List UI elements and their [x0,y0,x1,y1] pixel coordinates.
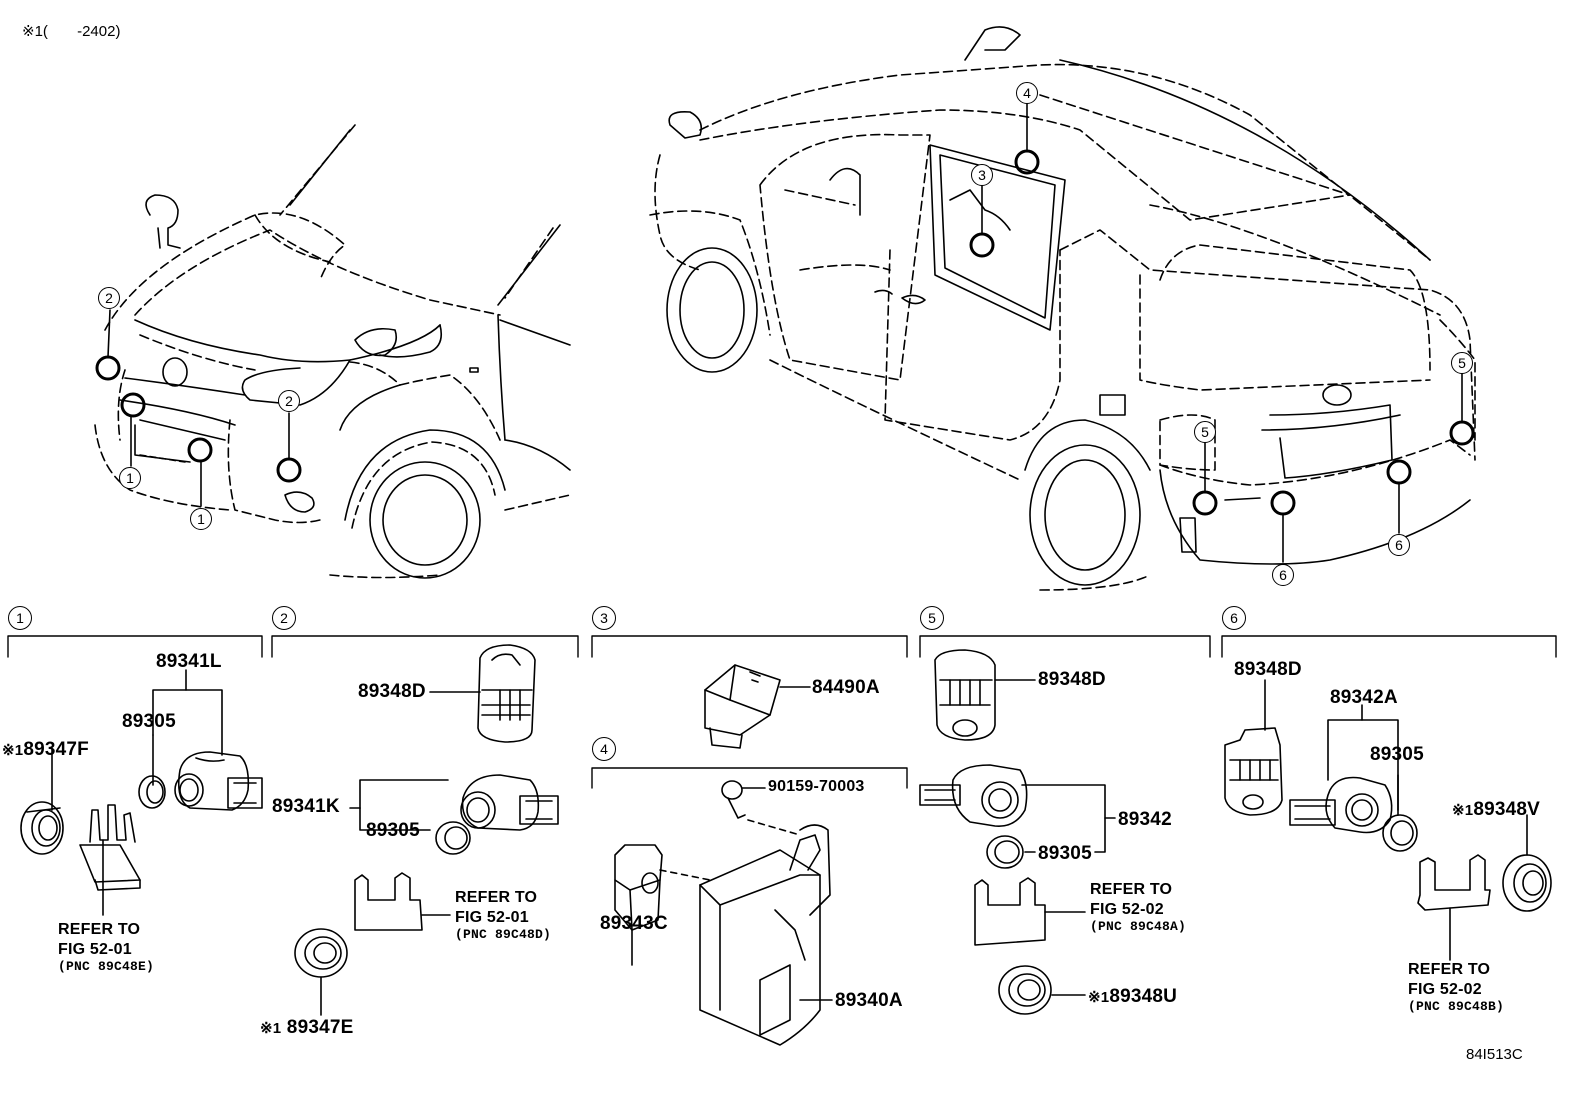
part-89347F-number: 89347F [23,739,89,760]
part-89348D-s6[interactable]: 89348D [1234,659,1302,680]
section-4-parts [614,780,833,1046]
part-89348D-s2[interactable]: 89348D [358,681,426,702]
part-89305-s6[interactable]: 89305 [1370,744,1424,765]
callout-3-rear[interactable]: 3 [971,164,993,186]
part-89347E-mark: ※1 [260,1020,282,1037]
ref-pnc: (PNC 89C48B) [1408,999,1505,1015]
section-6-parts [1224,679,1552,961]
ref-fig-52-01-s2[interactable]: REFER TO FIG 52-01 (PNC 89C48D) [455,888,551,943]
effectivity-note-marker: ※1 [22,23,43,40]
part-89340A[interactable]: 89340A [835,990,903,1011]
part-89348U-mark: ※1 [1088,989,1110,1006]
callout-1-front-right[interactable]: 1 [190,508,212,530]
part-89348U[interactable]: ※189348U [1088,987,1177,1006]
part-89305-s5[interactable]: 89305 [1038,843,1092,864]
part-89347E-number: 89347E [286,1017,354,1038]
callout-6-rear-left[interactable]: 6 [1272,564,1294,586]
callout-6-rear-right[interactable]: 6 [1388,534,1410,556]
effectivity-note-range: ( -2402) [42,23,121,40]
front-vehicle-illustration [94,124,571,579]
part-89348D-s5[interactable]: 89348D [1038,669,1106,690]
part-89347E[interactable]: ※1 89347E [260,1018,354,1037]
ref-line-1: REFER TO [1090,881,1173,898]
ref-fig-52-01-s1[interactable]: REFER TO FIG 52-01 (PNC 89C48E) [58,920,154,975]
ref-pnc: (PNC 89C48A) [1090,919,1187,935]
part-89343C[interactable]: 89343C [600,913,668,934]
ref-line-2: FIG 52-01 [455,908,529,926]
part-89341K[interactable]: 89341K [272,796,340,817]
part-89305-s1[interactable]: 89305 [122,711,176,732]
ref-fig-52-02-s6[interactable]: REFER TO FIG 52-02 (PNC 89C48B) [1408,960,1504,1015]
ref-line-2: FIG 52-01 [58,940,132,958]
callout-1-front-left[interactable]: 1 [119,467,141,489]
section-1-parts [20,669,263,916]
ref-line-1: REFER TO [455,889,538,906]
part-90159-70003[interactable]: 90159-70003 [768,778,865,795]
section-3-parts [704,664,811,749]
effectivity-note: ※1( -2402) [22,22,120,40]
part-89348V-number: 89348V [1473,799,1541,820]
part-89342A[interactable]: 89342A [1330,687,1398,708]
ref-fig-52-02-s5[interactable]: REFER TO FIG 52-02 (PNC 89C48A) [1090,880,1186,935]
ref-line-1: REFER TO [1408,961,1491,978]
part-89347F-mark: ※1 [2,742,24,759]
ref-pnc: (PNC 89C48E) [58,959,155,975]
diagram-code: 84I513C [1466,1046,1523,1063]
section-1-marker[interactable]: 1 [8,606,32,630]
ref-line-2: FIG 52-02 [1090,900,1164,918]
callout-2-front-right[interactable]: 2 [278,390,300,412]
ref-pnc: (PNC 89C48D) [455,927,552,943]
callout-2-front-left[interactable]: 2 [98,287,120,309]
part-89348V-mark: ※1 [1452,802,1474,819]
ref-line-2: FIG 52-02 [1408,980,1482,998]
section-5-parts [919,649,1116,1015]
rear-vehicle-illustration [649,26,1476,591]
part-89305-s2[interactable]: 89305 [366,820,420,841]
section-brackets [7,635,1557,789]
part-89342[interactable]: 89342 [1118,809,1172,830]
part-89348V[interactable]: ※189348V [1452,800,1540,819]
section-4-marker[interactable]: 4 [592,737,616,761]
section-5-marker[interactable]: 5 [920,606,944,630]
callout-4-rear[interactable]: 4 [1016,82,1038,104]
section-2-marker[interactable]: 2 [272,606,296,630]
part-89347F[interactable]: ※189347F [2,740,89,759]
callout-5-rear-left[interactable]: 5 [1194,421,1216,443]
ref-line-1: REFER TO [58,921,141,938]
part-89341L[interactable]: 89341L [156,651,222,672]
section-2-parts [294,644,559,1016]
part-84490A[interactable]: 84490A [812,677,880,698]
part-89348U-number: 89348U [1109,986,1178,1007]
section-3-marker[interactable]: 3 [592,606,616,630]
section-6-marker[interactable]: 6 [1222,606,1246,630]
callout-5-rear-right[interactable]: 5 [1451,352,1473,374]
